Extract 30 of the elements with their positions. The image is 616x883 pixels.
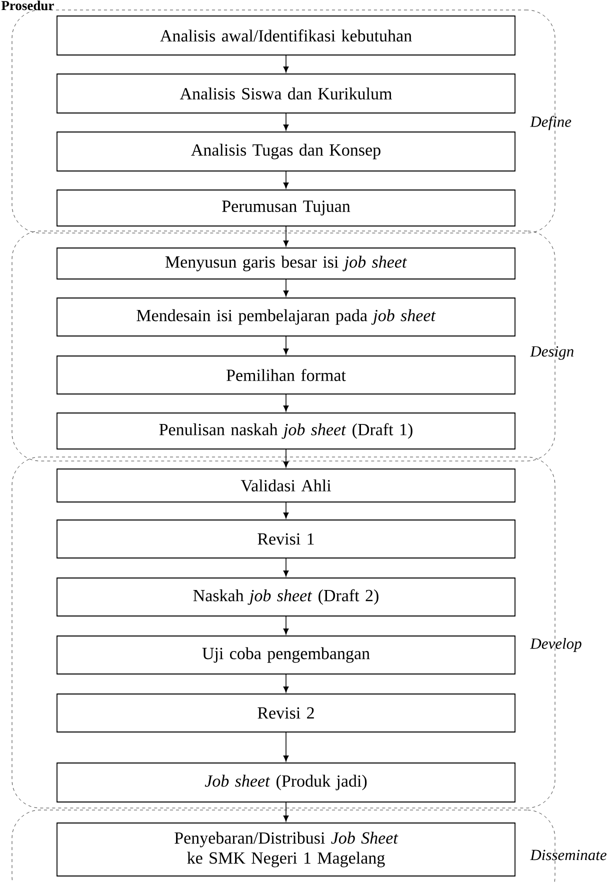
arrow [283, 336, 289, 354]
process-box: Job sheet (Produk jadi) [56, 762, 516, 802]
process-box: Validasi Ahli [56, 468, 516, 502]
process-box: Analisis Tugas dan Konsep [56, 132, 516, 172]
arrow [283, 616, 289, 634]
process-box: Perumusan Tujuan [56, 190, 516, 226]
arrow [283, 171, 289, 188]
arrow [283, 394, 289, 412]
process-box: Naskah job sheet (Draft 2) [56, 578, 516, 616]
arrow [283, 502, 289, 518]
process-box: Uji coba pengembangan [56, 636, 516, 674]
arrow [283, 558, 289, 576]
arrow [283, 674, 289, 692]
arrow [283, 732, 289, 762]
arrow [283, 226, 289, 246]
process-box: Revisi 2 [56, 694, 516, 732]
process-box: Mendesain isi pembelajaran pada job sheet [56, 298, 516, 336]
arrow [283, 279, 289, 296]
process-box: Analisis Siswa dan Kurikulum [56, 74, 516, 114]
process-box: Revisi 1 [56, 520, 516, 558]
arrow [283, 55, 289, 72]
arrow [283, 449, 289, 468]
process-box: Pemilihan format [56, 356, 516, 394]
process-box: Penyebaran/Distribusi Job Sheet ke SMK Negeri 1 Magelang [56, 822, 516, 876]
process-box: Penulisan naskah job sheet (Draft 1) [56, 412, 516, 450]
title: Prosedur [1, 0, 54, 10]
arrow [283, 113, 289, 130]
process-box: Analisis awal/Identifikasi kebutuhan [56, 16, 516, 56]
arrow [283, 802, 289, 822]
process-box: Menyusun garis besar isi job sheet [56, 248, 516, 280]
